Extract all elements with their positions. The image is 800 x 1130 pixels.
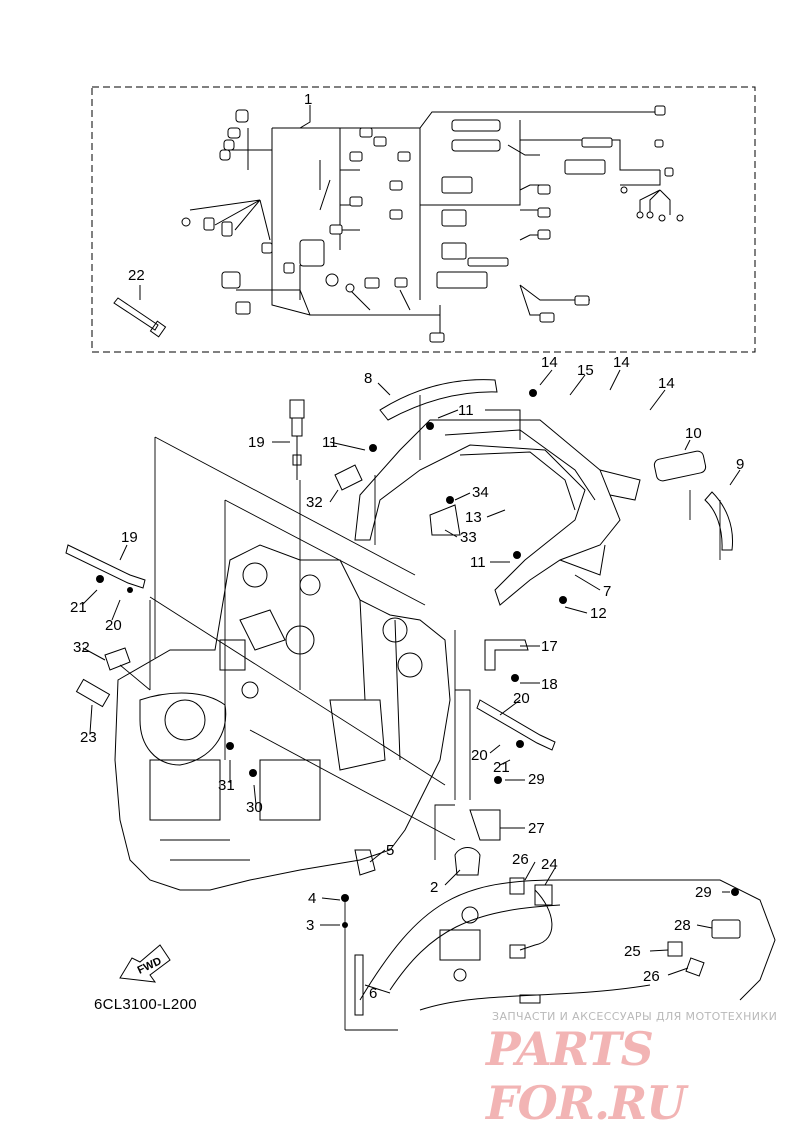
cushion xyxy=(667,941,683,957)
callout-7: 7 xyxy=(603,583,611,600)
callout-labels: 1 22 8 14 15 14 14 10 9 11 11 19 32 34 1… xyxy=(70,91,744,1002)
cable-sensor xyxy=(65,544,146,589)
callout-32a: 32 xyxy=(306,494,323,511)
callout-14c: 13 xyxy=(465,509,482,526)
callout-17: 18 xyxy=(541,676,558,693)
callout-31: 31 xyxy=(218,777,235,794)
callout-26a: 26 xyxy=(512,851,529,868)
clamp-32 xyxy=(334,464,363,491)
callout-16: 17 xyxy=(541,638,558,655)
callout-21b: 21 xyxy=(493,759,510,776)
holder-2 xyxy=(454,847,481,876)
callout-28: 28 xyxy=(674,917,691,934)
callout-11c: 11 xyxy=(470,554,486,571)
callout-4: 4 xyxy=(308,890,316,907)
callout-24: 24 xyxy=(541,856,558,873)
callout-20a: 20 xyxy=(105,617,122,634)
callout-18: 19 xyxy=(248,434,265,451)
callout-19a: 19 xyxy=(121,529,138,546)
callout-14b: 14 xyxy=(658,375,675,392)
callout-27: 27 xyxy=(528,820,545,837)
cable-tie xyxy=(113,297,167,338)
temp-sensor xyxy=(75,678,111,708)
bracket xyxy=(354,409,641,606)
watermark-caption: ЗАПЧАСТИ И АКСЕССУАРЫ ДЛЯ МОТОТЕХНИКИ xyxy=(492,1010,778,1023)
callout-11a: 11 xyxy=(458,402,474,419)
callout-23: 23 xyxy=(80,729,97,746)
fwd-arrow xyxy=(119,944,171,983)
callout-5: 5 xyxy=(386,842,394,859)
callout-20b: 20 xyxy=(471,747,488,764)
callout-2: 2 xyxy=(430,879,438,896)
harness-connectors xyxy=(181,105,684,343)
bolts xyxy=(96,389,739,928)
callout-32b: 32 xyxy=(73,639,90,656)
engine-block xyxy=(114,544,451,891)
protector-hose xyxy=(379,379,498,421)
callout-6: 6 xyxy=(369,985,377,1002)
callout-1: 1 xyxy=(304,91,312,108)
callout-21a: 21 xyxy=(70,599,87,616)
callout-25: 25 xyxy=(624,943,641,960)
cable-sensor-lower xyxy=(476,699,556,751)
drawing-code: 6CL3100-L200 xyxy=(94,996,197,1013)
harness-sensor xyxy=(509,884,553,959)
hose-bend xyxy=(704,491,734,551)
stay xyxy=(429,504,461,536)
callout-34: 34 xyxy=(472,484,489,501)
wire-harness xyxy=(189,111,671,335)
fwd-label: FWD xyxy=(136,955,164,976)
leader-lines xyxy=(119,395,721,1031)
callout-3: 3 xyxy=(306,917,314,934)
grommet-mid xyxy=(509,877,525,895)
clamp xyxy=(469,809,501,841)
callout-26b: 26 xyxy=(643,968,660,985)
harness-dashed-box xyxy=(91,86,756,353)
callout-19b: 20 xyxy=(513,690,530,707)
callout-12: 12 xyxy=(590,605,607,622)
callout-22: 22 xyxy=(128,267,145,284)
callout-29b: 29 xyxy=(695,884,712,901)
callout-14a: 14 xyxy=(613,354,630,371)
clip xyxy=(354,849,376,876)
callout-9: 9 xyxy=(736,456,744,473)
callout-13: 14 xyxy=(541,354,558,371)
sensor xyxy=(289,399,305,480)
stay-plate xyxy=(484,639,529,671)
callout-33: 33 xyxy=(460,529,477,546)
grommet xyxy=(653,450,707,482)
watermark-brand: PARTS FOR.RU xyxy=(486,1022,686,1130)
parts-diagram: 1 22 8 14 15 14 14 10 9 11 11 19 32 34 1… xyxy=(65,86,776,1031)
callout-10: 10 xyxy=(685,425,702,442)
callout-leaders xyxy=(81,105,741,994)
callout-15: 15 xyxy=(577,362,594,379)
bottom-cowling xyxy=(359,879,776,1011)
callout-11b: 11 xyxy=(322,434,338,451)
band-tie xyxy=(354,954,364,1016)
clamp-32b xyxy=(104,647,131,671)
callout-8: 8 xyxy=(364,370,372,387)
callout-29a: 29 xyxy=(528,771,545,788)
callout-30: 30 xyxy=(246,799,263,816)
holder xyxy=(711,919,741,939)
grommet-small xyxy=(685,957,705,977)
